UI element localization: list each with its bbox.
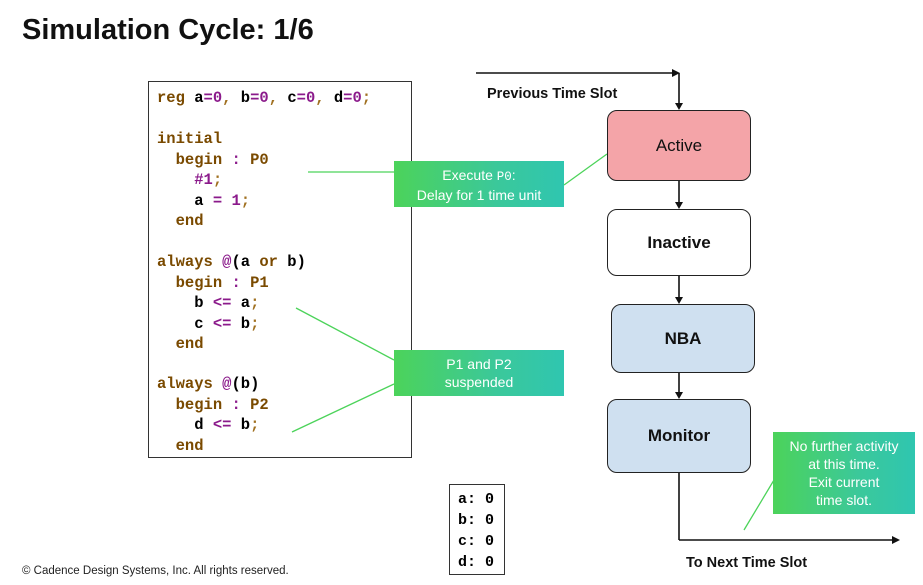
previous-time-slot-label: Previous Time Slot <box>487 86 618 102</box>
variable-values-box: a: 0 b: 0 c: 0 d: 0 <box>449 484 505 575</box>
leader-execute-active <box>563 153 608 186</box>
arrowhead-next <box>892 536 900 544</box>
arrowhead-monitor <box>675 392 683 399</box>
copyright-text: © Cadence Design Systems, Inc. All right… <box>22 565 289 577</box>
code-block-initial: initial begin : P0 #1; a = 1; end <box>157 130 269 230</box>
region-monitor: Monitor <box>607 399 751 473</box>
leader-no-activity <box>743 479 775 531</box>
callout-suspended: P1 and P2 suspended <box>394 350 564 396</box>
leader-suspended-p2 <box>291 383 395 433</box>
arrowhead-inactive <box>675 202 683 209</box>
callout-no-activity: No further activity at this time. Exit c… <box>773 432 915 514</box>
code-block-always-p1: always @(a or b) begin : P1 b <= a; c <=… <box>157 253 306 353</box>
leader-suspended-p1 <box>295 307 395 361</box>
region-inactive: Inactive <box>607 209 751 276</box>
callout-execute-p0: Execute P0: Delay for 1 time unit <box>394 161 564 207</box>
next-time-slot-label: To Next Time Slot <box>686 555 808 571</box>
page-title: Simulation Cycle: 1/6 <box>22 14 314 46</box>
prev-slot-arrowhead-v <box>675 103 683 110</box>
region-active: Active <box>607 110 751 181</box>
region-nba: NBA <box>611 304 755 373</box>
prev-slot-arrowhead-h <box>672 69 680 77</box>
code-block-always-p2: always @(b) begin : P2 d <= b; end <box>157 375 269 455</box>
code-panel <box>148 81 412 458</box>
code-decl-line: reg a=0, b=0, c=0, d=0; <box>157 89 372 107</box>
arrowhead-nba <box>675 297 683 304</box>
